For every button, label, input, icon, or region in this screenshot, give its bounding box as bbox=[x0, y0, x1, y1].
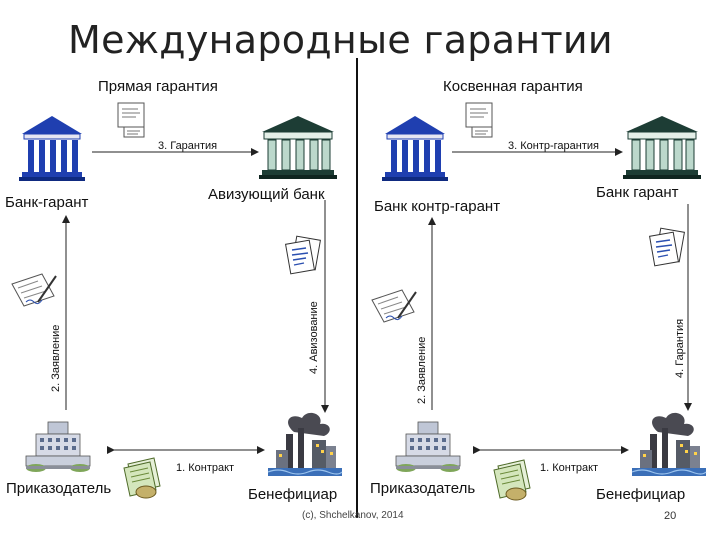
footer-copyright: (c), Shchelkanov, 2014 bbox=[302, 510, 404, 521]
bank-guarantor-icon bbox=[18, 115, 86, 182]
principal-building-icon bbox=[25, 421, 91, 473]
section-indirect-guarantee: Косвенная гарантия bbox=[443, 78, 583, 95]
counter-guarantor-label: Банк контр-гарант bbox=[374, 198, 501, 215]
advising-bank-label: Авизующий банк bbox=[208, 186, 325, 203]
page-number: 20 bbox=[664, 510, 677, 522]
step3-label: 3. Гарантия bbox=[158, 140, 218, 152]
principal-building-icon-2 bbox=[395, 421, 461, 473]
beneficiary-factory-icon-2 bbox=[631, 412, 707, 477]
step3-label-2: 3. Контр-гарантия bbox=[508, 140, 599, 152]
advising-bank-icon bbox=[258, 115, 338, 180]
guarantee-document-icon-2 bbox=[648, 227, 686, 267]
bank-guarantor-label: Банк-гарант bbox=[5, 194, 89, 211]
application-document-icon-2 bbox=[371, 289, 417, 323]
principal-label: Приказодатель bbox=[6, 480, 112, 497]
guarantor-bank-icon bbox=[622, 115, 702, 180]
step2-label-2: 2. Заявление bbox=[416, 336, 428, 404]
contract-icon bbox=[123, 457, 161, 499]
counter-guarantee-document-icon bbox=[465, 102, 493, 138]
beneficiary-label-2: Бенефициар bbox=[596, 486, 686, 503]
advice-document-icon bbox=[284, 235, 322, 275]
slide-title: Международные гарантии bbox=[68, 18, 613, 62]
step4-label: 4. Авизование bbox=[308, 301, 320, 374]
step1-label: 1. Контракт bbox=[176, 462, 235, 474]
beneficiary-label: Бенефициар bbox=[248, 486, 338, 503]
step1-label-2: 1. Контракт bbox=[540, 462, 599, 474]
contract-icon-2 bbox=[493, 459, 531, 501]
guarantor-bank-label: Банк гарант bbox=[596, 184, 679, 201]
principal-label-2: Приказодатель bbox=[370, 480, 476, 497]
application-document-icon bbox=[11, 273, 57, 307]
guarantee-document-icon bbox=[117, 102, 145, 138]
step4-label-2: 4. Гарантия bbox=[674, 318, 686, 378]
section-direct-guarantee: Прямая гарантия bbox=[98, 78, 218, 95]
step2-label: 2. Заявление bbox=[50, 324, 62, 392]
counter-guarantor-bank-icon bbox=[381, 115, 449, 182]
beneficiary-factory-icon bbox=[267, 412, 343, 477]
